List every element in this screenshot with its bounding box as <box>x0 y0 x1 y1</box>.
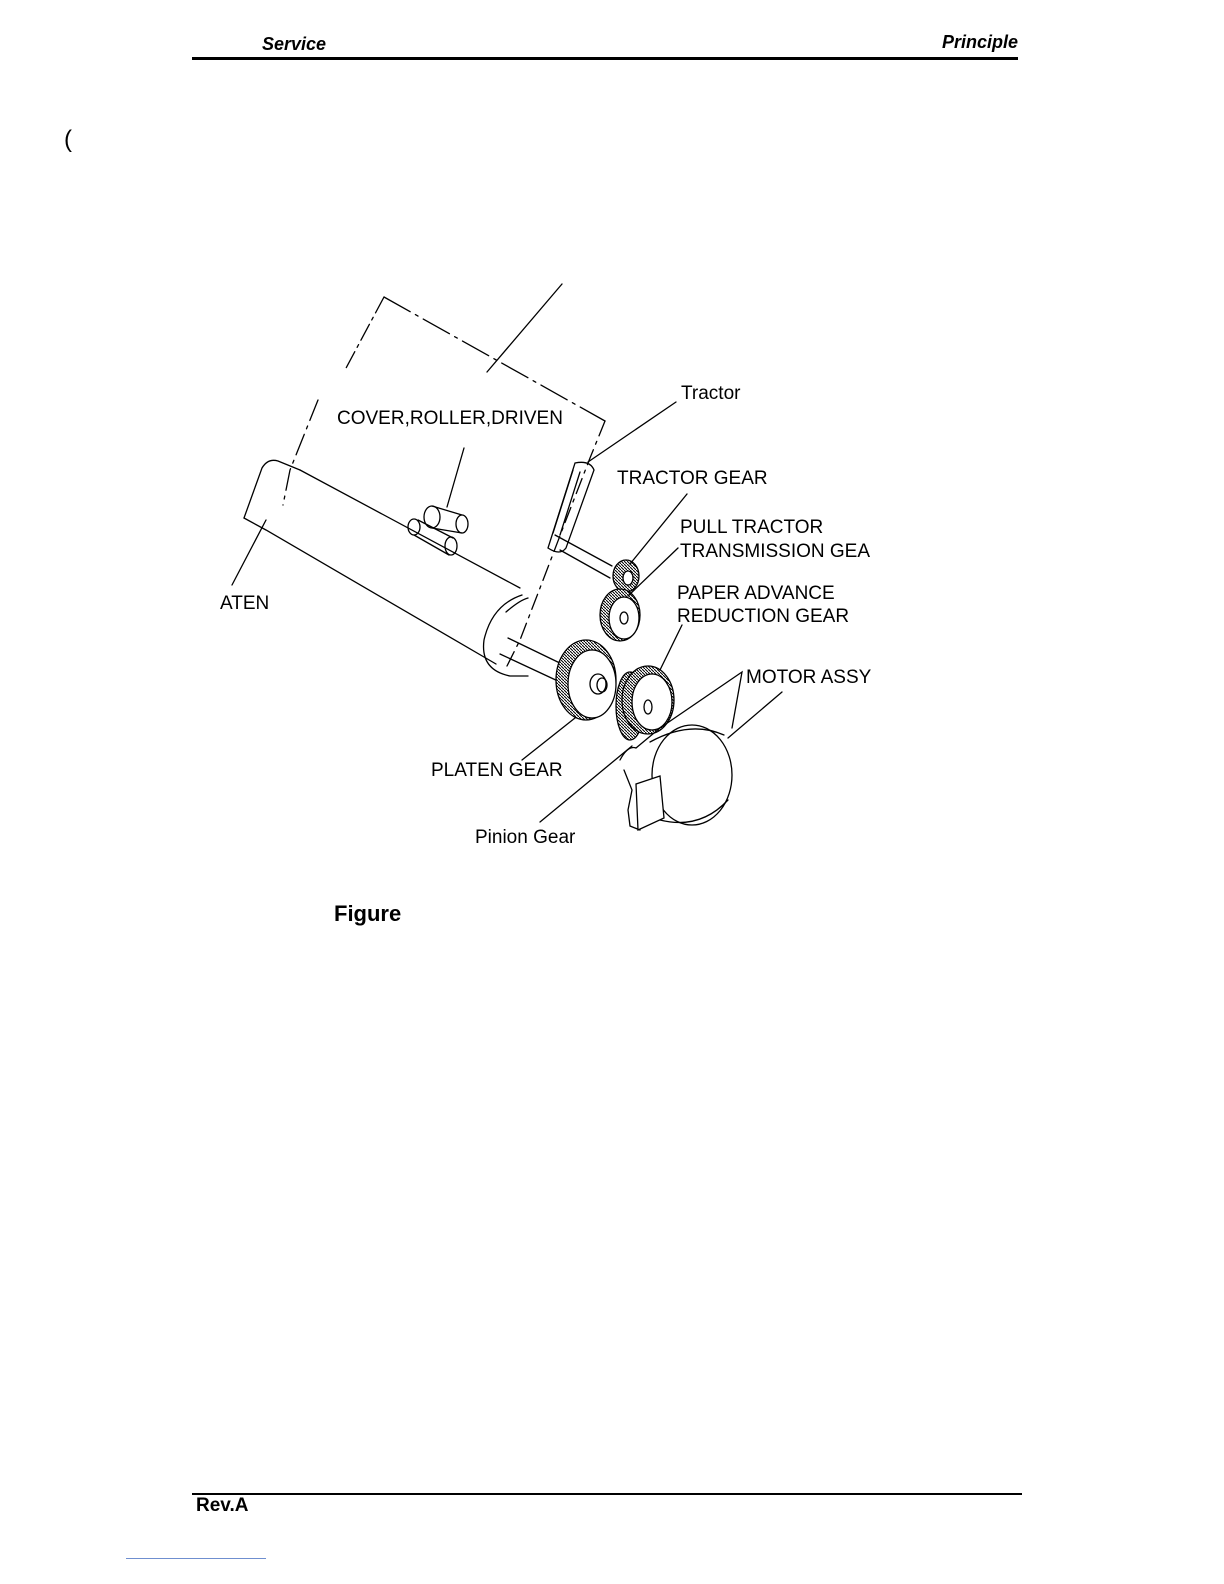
label-pull-tractor-line1: PULL TRACTOR <box>680 517 823 538</box>
label-platen: ATEN <box>220 593 269 614</box>
label-tractor: Tractor <box>681 383 741 404</box>
pinion-gear-leader <box>540 746 632 822</box>
footer-revision: Rev.A <box>196 1495 248 1517</box>
label-paper-advance-line1: PAPER ADVANCE <box>677 583 835 604</box>
paper-sheet <box>283 284 605 668</box>
footer-rule <box>192 1493 1022 1495</box>
pull-tractor-transmission-gear <box>600 548 678 641</box>
figure-caption: Figure <box>334 901 401 927</box>
tractor-unit <box>548 402 676 578</box>
label-motor-assy: MOTOR ASSY <box>746 667 872 688</box>
label-paper-advance-line2: REDUCTION GEAR <box>677 606 849 627</box>
tractor-gear <box>613 494 687 592</box>
platen-roller <box>232 460 528 676</box>
label-platen-gear: PLATEN GEAR <box>431 760 563 781</box>
paper-advance-reduction-gear <box>616 625 682 740</box>
label-cover-roller-driven: COVER,ROLLER,DRIVEN <box>337 408 563 429</box>
footer-blue-rule <box>126 1558 266 1559</box>
label-pinion-gear: Pinion Gear <box>475 827 576 848</box>
driven-roller-assembly <box>408 448 468 555</box>
platen-gear <box>500 638 616 760</box>
label-pull-tractor-line2: TRANSMISSION GEA <box>680 541 870 562</box>
label-tractor-gear: TRACTOR GEAR <box>617 468 768 489</box>
